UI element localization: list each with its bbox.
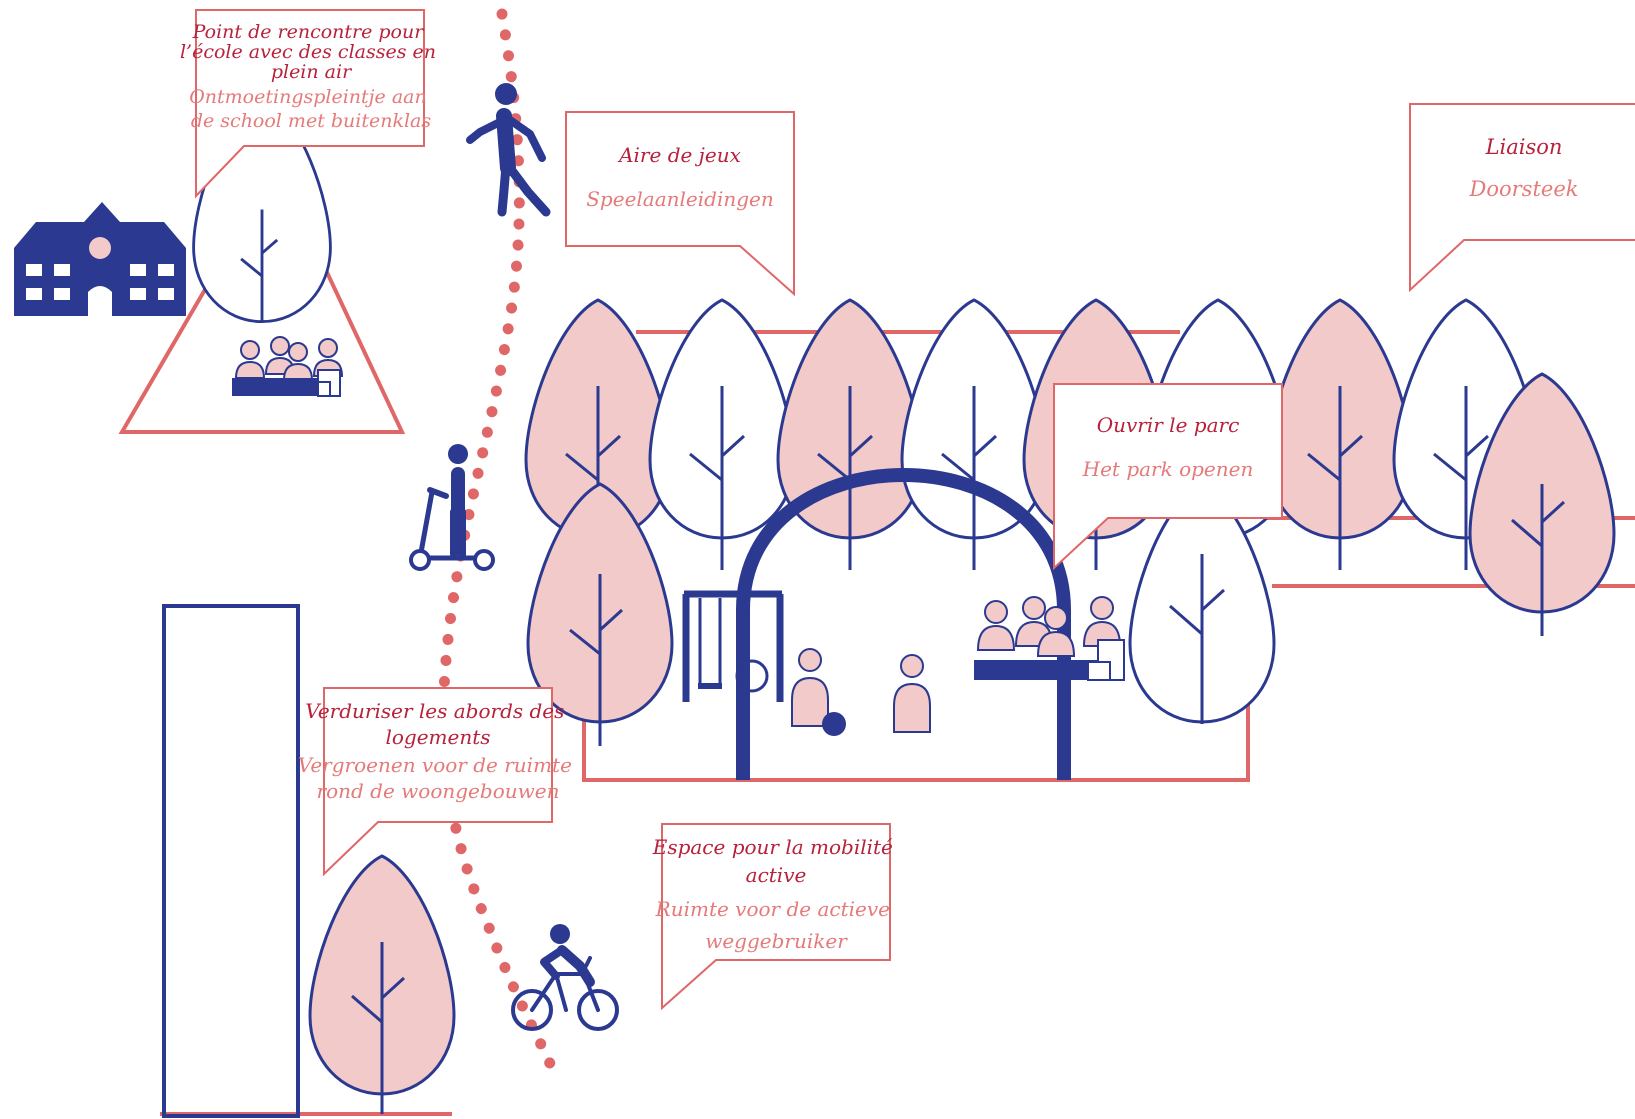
- scooter-rider-icon: [409, 444, 495, 571]
- svg-text:Espace pour la mobilité: Espace pour la mobilité active: [652, 835, 900, 887]
- housing-building: [162, 604, 300, 1118]
- callout-housing-nl-2: rond de woongebouwen: [317, 779, 560, 803]
- callout-park: Ouvrir le parc Het park openen: [1053, 383, 1283, 571]
- callout-housing-fr-2: logements: [385, 725, 490, 749]
- swing-icon: [682, 590, 784, 702]
- callout-school-nl-2: de school met buitenklas: [191, 110, 432, 132]
- outdoor-class-group: [232, 336, 344, 397]
- callout-link: Liaison Doorsteek: [1409, 103, 1635, 293]
- park-gate-arch: [736, 468, 1071, 780]
- callout-housing-nl-1: Vergroenen voor de ruimte: [298, 753, 572, 777]
- tree-icon: [900, 298, 1048, 570]
- pedestrian-icon: [466, 83, 551, 217]
- tree-icon: [1266, 298, 1414, 570]
- callout-playground-nl: Speelaanleidingen: [586, 187, 774, 211]
- callout-mobility-fr-2: active: [746, 863, 807, 887]
- callout-mobility-nl-1: Ruimte voor de actieve: [655, 897, 890, 921]
- svg-text:Verduriser les abords des: Verduriser les abords des logements: [305, 699, 571, 749]
- person-icon: [893, 654, 931, 733]
- school-meeting-area: [118, 161, 406, 434]
- dotted-path: [437, 8, 558, 1074]
- callout-mobility: Espace pour la mobilité active Ruimte vo…: [652, 823, 900, 1011]
- callout-playground: Aire de jeux Speelaanleidingen: [565, 111, 795, 297]
- callout-school-fr-3: plein air: [271, 61, 353, 83]
- cyclist-icon: [511, 924, 619, 1031]
- callout-mobility-nl-2: weggebruiker: [705, 929, 848, 953]
- tree-icon: [1468, 372, 1616, 636]
- callout-mobility-fr-1: Espace pour la mobilité: [652, 835, 893, 859]
- callout-link-nl: Doorsteek: [1469, 177, 1579, 201]
- callout-school: Point de rencontre pour l’école avec des…: [180, 9, 442, 199]
- svg-text:Vergroenen voor de ruimte: Vergroenen voor de ruimte rond de woonge…: [298, 753, 579, 803]
- svg-text:Point de rencontre pour: Point de rencontre pour l’école avec des…: [180, 21, 442, 83]
- callout-school-fr-1: Point de rencontre pour: [192, 21, 426, 43]
- tree-icon: [1128, 482, 1276, 724]
- tree-icon: [648, 298, 796, 570]
- school-building-icon: [14, 202, 186, 316]
- bench-icon: [974, 596, 1125, 681]
- tree-row-front: [526, 372, 1616, 746]
- callout-school-nl-1: Ontmoetingspleintje aan: [189, 86, 427, 108]
- tree-icon: [1392, 298, 1540, 570]
- svg-text:Ontmoetingspleintje aan: Ontmoetingspleintje aan de school met bu…: [189, 86, 433, 132]
- tree-icon: [526, 482, 674, 744]
- callout-housing: Verduriser les abords des logements Verg…: [298, 687, 579, 877]
- ball-icon: [822, 712, 846, 736]
- callout-park-fr: Ouvrir le parc: [1097, 413, 1240, 437]
- svg-text:Ruimte voor de actieve w: Ruimte voor de actieve weggebruiker: [655, 897, 897, 953]
- person-icon: [791, 648, 829, 727]
- tree-icon: [776, 298, 924, 570]
- tree-icon: [192, 94, 332, 324]
- callout-school-fr-2: l’école avec des classes en: [180, 41, 436, 63]
- callout-playground-fr: Aire de jeux: [617, 143, 741, 167]
- callout-housing-fr-1: Verduriser les abords des: [305, 699, 564, 723]
- callout-link-fr: Liaison: [1485, 135, 1563, 159]
- tree-icon: [308, 854, 456, 1114]
- callout-park-nl: Het park openen: [1082, 457, 1254, 481]
